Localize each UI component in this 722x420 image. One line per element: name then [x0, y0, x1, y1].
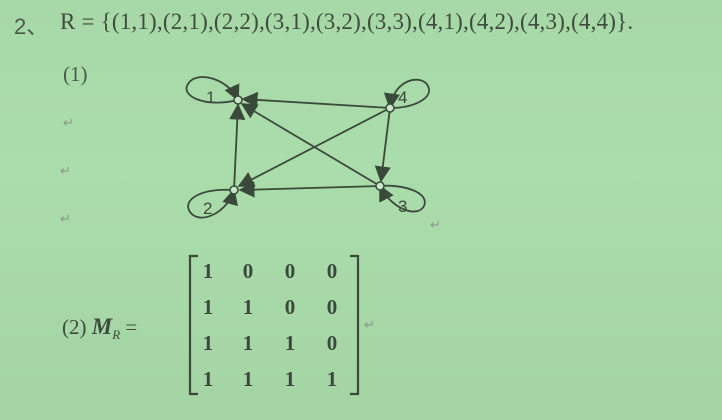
vertex-1	[233, 95, 243, 105]
part-2-label: (2)	[62, 315, 87, 339]
self-loop-1	[185, 76, 240, 104]
paragraph-mark: ↵	[60, 164, 71, 179]
equals-sign: =	[125, 315, 138, 339]
matrix-cell: 1	[203, 259, 214, 283]
paragraph-mark: ↵	[60, 212, 71, 227]
part-1-label: (1)	[63, 62, 88, 86]
edge-3-to-2	[238, 181, 381, 198]
edge-2-to-1	[229, 103, 246, 191]
problem-number: 2、	[14, 14, 49, 39]
matrix-cell: 1	[285, 331, 296, 355]
relation-digraph: 1 2 3 4	[185, 76, 430, 219]
matrix-cell: 1	[327, 367, 338, 391]
self-loop-2	[187, 188, 238, 219]
self-loop-3	[379, 184, 426, 213]
matrix-symbol: M	[91, 314, 113, 339]
relation-matrix: 1 0 0 0 1 1 0 0 1 1 1 0 1 1 1 1	[188, 254, 360, 396]
edge-4-to-3	[374, 107, 391, 183]
part-2-expression: (2) MR =	[62, 314, 137, 343]
matrix-cell: 1	[203, 367, 214, 391]
matrix-cell: 0	[327, 331, 338, 355]
matrix-cell: 1	[285, 367, 296, 391]
matrix-cell: 1	[203, 295, 214, 319]
paragraph-mark: ↵	[430, 218, 441, 233]
matrix-left-bracket	[188, 254, 198, 396]
matrix-cell: 0	[243, 259, 254, 283]
matrix-cell: 1	[203, 331, 214, 355]
edge-4-to-2	[237, 107, 391, 187]
vertex-3	[375, 181, 385, 191]
vertex-label-1: 1	[206, 88, 215, 107]
self-loop-4	[383, 78, 430, 110]
matrix-cell: 1	[243, 331, 254, 355]
matrix-subscript: R	[112, 327, 121, 342]
matrix-right-bracket	[350, 254, 360, 396]
paragraph-mark: ↵	[63, 116, 74, 131]
matrix-cell: 0	[327, 259, 338, 283]
matrix-cell: 0	[285, 259, 296, 283]
paragraph-mark: ↵	[364, 318, 375, 333]
vertex-4	[385, 103, 395, 113]
vertex-label-3: 3	[398, 197, 407, 216]
matrix-cell: 0	[285, 295, 296, 319]
edge-4-to-1	[241, 91, 391, 109]
matrix-cell: 1	[243, 367, 254, 391]
edge-3-to-1	[240, 103, 381, 187]
matrix-cell: 1	[243, 295, 254, 319]
relation-definition: R = {(1,1),(2,1),(2,2),(3,1),(3,2),(3,3)…	[60, 9, 634, 34]
vertex-2	[229, 185, 239, 195]
matrix-cell: 0	[327, 295, 338, 319]
vertex-label-4: 4	[398, 88, 407, 107]
vertex-label-2: 2	[203, 199, 212, 218]
